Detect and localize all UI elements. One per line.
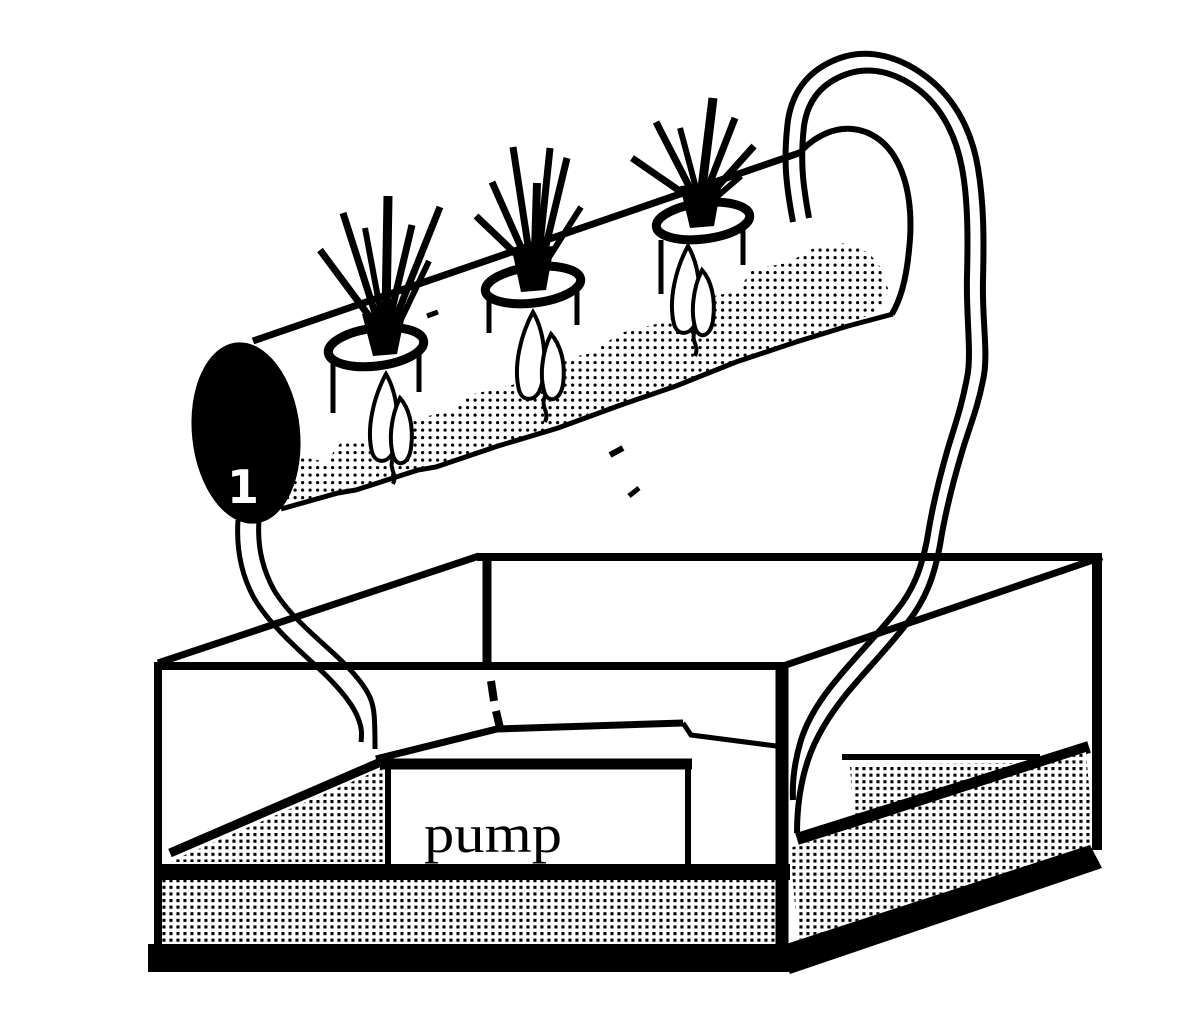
drip-mark — [492, 710, 504, 729]
drain-tube — [235, 519, 378, 750]
plants — [317, 97, 757, 356]
drain-tube-inner-wall — [256, 519, 378, 750]
tank-top-left-edge — [156, 552, 481, 667]
ink-speck — [608, 445, 625, 458]
waterline-left-wall — [168, 753, 392, 858]
drip-mark — [487, 680, 498, 702]
channel-bottom-edge — [280, 311, 894, 512]
waterline-front — [154, 864, 790, 880]
tank-top-right-edge — [781, 553, 1104, 670]
pump-right-face — [688, 748, 776, 864]
plant — [317, 195, 444, 356]
water-right-wall — [790, 752, 1094, 940]
plant-roots — [515, 307, 566, 423]
plant — [473, 146, 584, 292]
plant-roots — [368, 369, 414, 485]
plant — [630, 97, 757, 228]
return-tube-outer-wall — [782, 50, 989, 834]
reservoir-tank: pump — [148, 552, 1104, 974]
pump-label: pump — [424, 804, 562, 864]
water-front — [154, 880, 790, 944]
plant-roots — [670, 241, 716, 357]
pump-top-face — [378, 722, 774, 764]
channel-far-end-rim — [799, 125, 914, 316]
nutrient-film — [286, 243, 888, 507]
tank-bottom-right — [780, 845, 1102, 974]
drain-tube-outer-wall — [235, 519, 365, 743]
tank-bottom-front — [148, 944, 794, 972]
cap-outlet-mark: 1 — [227, 460, 259, 514]
return-tube — [782, 50, 989, 834]
return-tube-inner-wall — [789, 67, 972, 801]
ink-speck — [426, 309, 439, 319]
water-left-wall — [172, 766, 388, 862]
channel-end-cap — [191, 342, 301, 524]
net-pots — [323, 197, 755, 485]
pump-top-right-edge — [680, 721, 777, 749]
ink-speck — [627, 486, 641, 498]
pump-top-back-edge — [375, 719, 684, 763]
pump-front-face — [386, 764, 688, 864]
waterline-right-wall — [795, 741, 1091, 845]
pump-box: pump — [375, 719, 777, 864]
